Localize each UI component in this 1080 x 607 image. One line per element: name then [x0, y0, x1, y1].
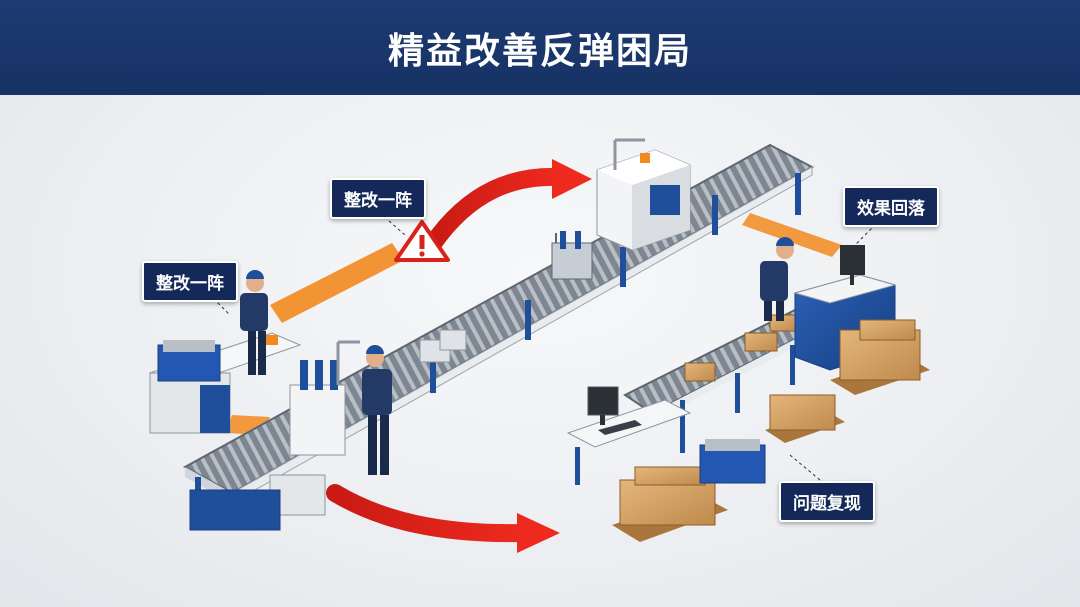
curved-arrow-right-icon: [423, 159, 592, 254]
parts-on-conveyor: [419, 329, 467, 363]
callout-effect-drop: 效果回落: [843, 186, 939, 227]
bottom-left-machine: [189, 340, 392, 531]
boxes-on-right-conveyor: [684, 314, 799, 382]
pallet-bottom: [612, 466, 728, 542]
production-line-scene: 整改一阵 整改一阵 效果回落 问题复现: [0, 95, 1080, 607]
callout-problem-return: 问题复现: [779, 481, 875, 522]
header-banner: 精益改善反弹困局: [0, 0, 1080, 95]
warning-triangle-icon: [394, 220, 450, 262]
pallet-right-back: [830, 319, 930, 395]
production-line-illustration: [148, 138, 930, 553]
callout-rectify-left: 整改一阵: [142, 261, 238, 302]
inspection-desk: [566, 386, 692, 485]
blue-crate: [699, 439, 766, 484]
callout-rectify-top: 整改一阵: [330, 178, 426, 219]
orange-floor-stripes: [226, 213, 842, 435]
callout-leader-lines: [204, 212, 881, 481]
mid-machine: [551, 231, 593, 280]
pallet-right-middle: [765, 394, 845, 443]
left-workstation: [148, 270, 302, 434]
curved-arrow-right-icon: [326, 484, 560, 553]
page-title: 精益改善反弹困局: [387, 30, 692, 72]
top-machine: [596, 138, 691, 251]
pallets: [612, 319, 930, 542]
